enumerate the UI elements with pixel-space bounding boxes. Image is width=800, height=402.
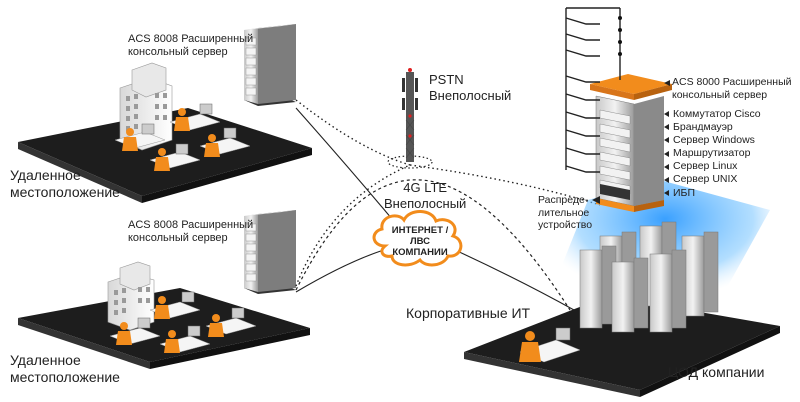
rack-device-list: Коммутатор Cisco Брандмауэр Сервер Windo… xyxy=(664,108,761,200)
distribution-device-label-line3: устройство xyxy=(538,219,593,231)
rack-item-label: Брандмауэр xyxy=(673,121,733,134)
acs8000-label-line1: ACS 8000 Расширенный xyxy=(672,76,792,88)
rack-item-router: Маршрутизатор xyxy=(664,147,761,160)
lte-label: 4G LTE Внеполосный xyxy=(384,180,466,212)
distribution-device-label-line1: Распреде- xyxy=(538,194,589,206)
acs8008-bottom-label: ACS 8008 Расширенный консольный сервер xyxy=(128,219,253,245)
lte-label-line1: 4G LTE xyxy=(403,180,448,195)
acs8000-rack-icon xyxy=(590,74,672,212)
arrow-left-icon xyxy=(664,163,669,170)
rack-item-unix-server: Сервер UNIX xyxy=(664,173,761,186)
rack-item-label: Сервер Linux xyxy=(673,160,738,173)
arrow-left-icon xyxy=(664,137,669,144)
remote-site-bottom-label-line2: местоположение xyxy=(10,369,120,385)
pstn-label: PSTN Внеполосный xyxy=(429,72,511,104)
rack-item-windows-server: Сервер Windows xyxy=(664,134,761,147)
arrow-left-icon xyxy=(664,111,669,118)
cloud-label-line3: КОМПАНИИ xyxy=(392,247,448,258)
rack-item-label: Сервер Windows xyxy=(673,134,755,147)
distribution-device-label: Распреде- лительное устройство xyxy=(538,194,592,232)
cell-tower-icon xyxy=(402,68,418,162)
acs8008-top-label-line2: консольный сервер xyxy=(128,46,228,58)
cloud-icon xyxy=(372,210,463,267)
acs8000-pointer-icon xyxy=(664,80,670,86)
pstn-label-line1: PSTN xyxy=(429,72,464,87)
lte-label-line2: Внеполосный xyxy=(384,196,467,211)
rack-item-label: ИБП xyxy=(673,186,695,199)
ellipsis-dots xyxy=(618,16,622,56)
datacenter-label: ЦОД компании xyxy=(668,364,765,380)
remote-site-top-label-line2: местоположение xyxy=(10,184,120,200)
cloud-label-line1: ИНТЕРНЕТ / xyxy=(391,225,449,236)
remote-site-top-label-line1: Удаленное xyxy=(10,167,81,183)
connection-lines xyxy=(295,99,601,311)
workers-bottom-icon xyxy=(109,291,257,353)
arrow-left-icon xyxy=(664,150,669,157)
building-bottom-icon xyxy=(107,261,155,331)
acs8008-top-label: ACS 8008 Расширенный консольный сервер xyxy=(128,33,253,59)
distribution-arrow-icon xyxy=(592,196,600,204)
workers-top-icon xyxy=(114,103,251,171)
datacenter-worker-icon xyxy=(519,327,581,363)
server-racks-icon xyxy=(579,221,719,333)
acs8008-bottom-icon xyxy=(244,210,296,294)
rack-item-label: Маршрутизатор xyxy=(673,147,751,160)
remote-site-top-label: Удаленное местоположение xyxy=(10,167,120,201)
corporate-it-label: Корпоративные ИТ xyxy=(406,305,531,321)
remote-site-bottom-label: Удаленное местоположение xyxy=(10,352,120,386)
cloud-label: ИНТЕРНЕТ / ЛВС КОМПАНИИ xyxy=(388,225,452,258)
remote-site-bottom-pad xyxy=(18,288,310,369)
pstn-label-line2: Внеполосный xyxy=(429,88,512,103)
rack-item-label: Сервер UNIX xyxy=(673,173,738,186)
acs8000-label: ACS 8000 Расширенный консольный сервер xyxy=(672,76,792,102)
acs8008-bottom-label-line1: ACS 8008 Расширенный xyxy=(128,219,254,231)
arrow-left-icon xyxy=(664,189,669,196)
arrow-left-icon xyxy=(664,176,669,183)
acs8000-label-line2: консольный сервер xyxy=(672,89,768,101)
acs8008-bottom-label-line2: консольный сервер xyxy=(128,232,228,244)
rack-item-ups: ИБП xyxy=(664,187,761,200)
console-tree-lines xyxy=(565,7,621,173)
rack-item-firewall: Брандмауэр xyxy=(664,121,761,134)
corporate-pad xyxy=(464,296,780,397)
rack-item-label: Коммутатор Cisco xyxy=(673,108,761,120)
rack-item-cisco-switch: Коммутатор Cisco xyxy=(664,108,761,121)
arrow-left-icon xyxy=(664,124,669,131)
acs8008-top-icon xyxy=(244,24,296,106)
remote-site-bottom-label-line1: Удаленное xyxy=(10,352,81,368)
acs8008-top-label-line1: ACS 8008 Расширенный xyxy=(128,33,254,45)
rack-item-linux-server: Сервер Linux xyxy=(664,160,761,173)
distribution-device-label-line2: лительное xyxy=(538,206,590,219)
cloud-label-line2: ЛВС xyxy=(409,236,431,247)
